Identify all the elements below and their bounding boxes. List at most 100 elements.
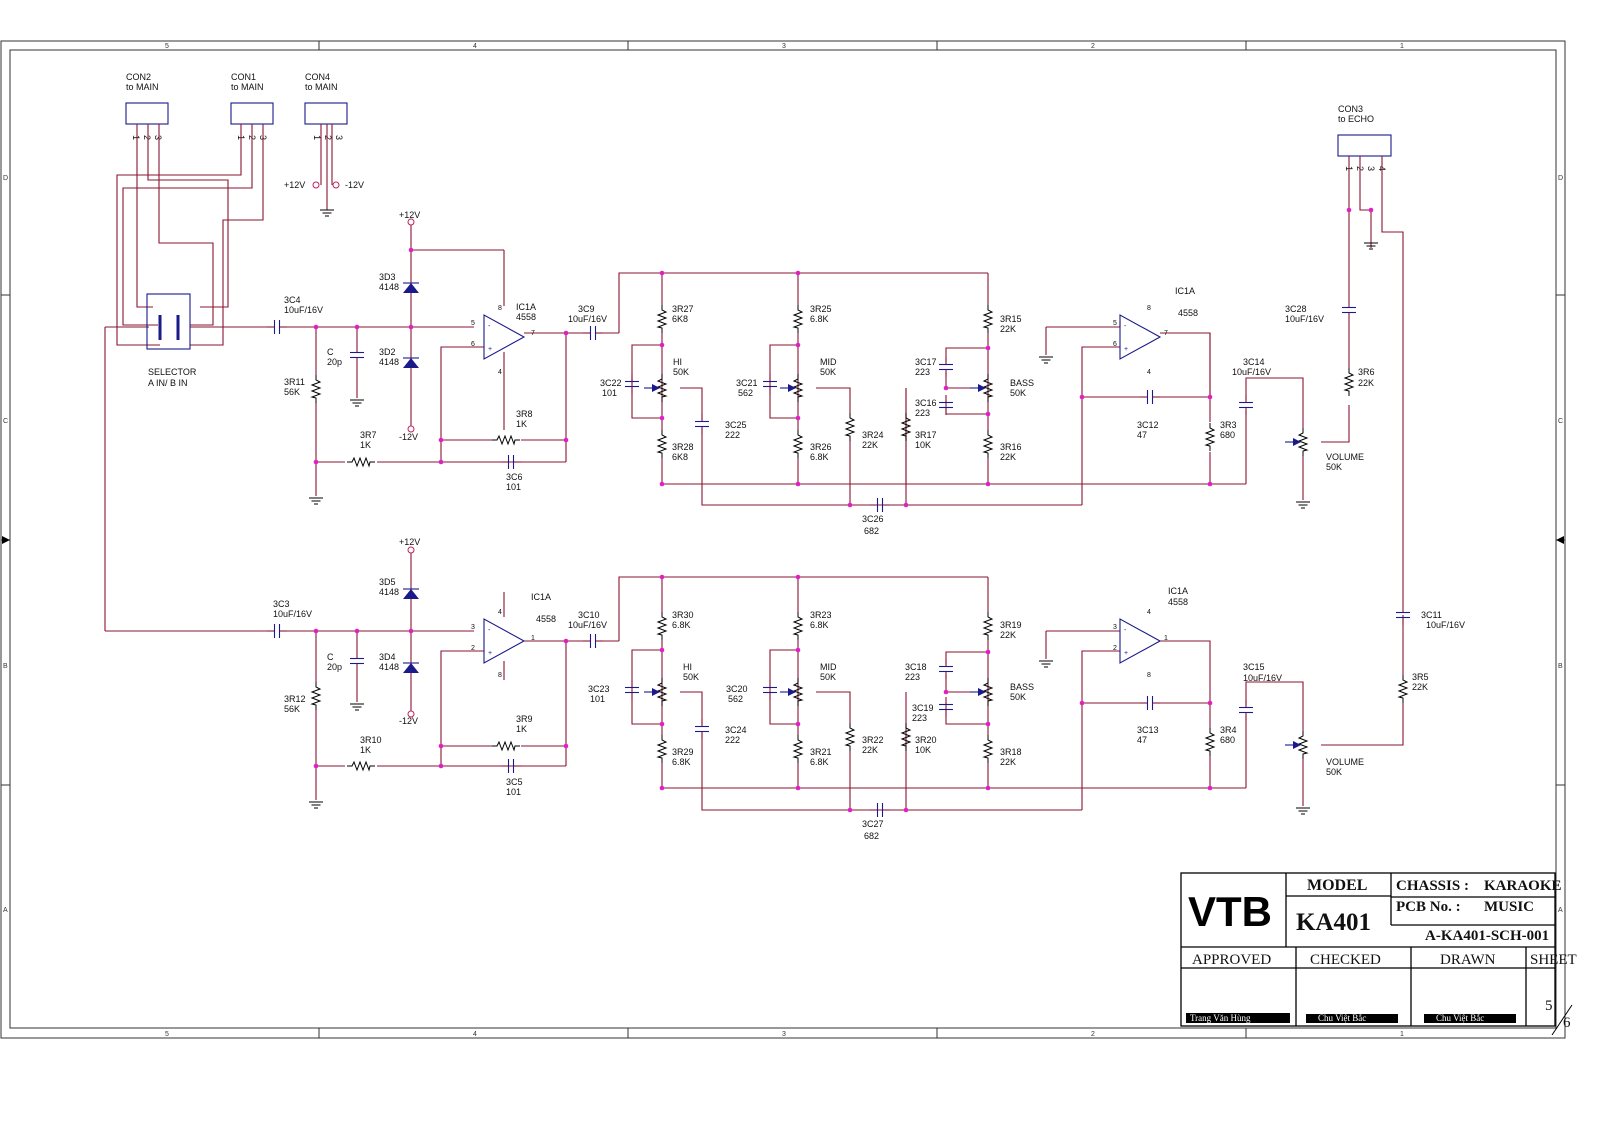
- svg-text:223: 223: [905, 672, 920, 682]
- selector-switch[interactable]: SELECTOR A IN/ B IN: [146, 293, 197, 388]
- svg-text:3C16: 3C16: [915, 398, 937, 408]
- svg-text:CON4: CON4: [305, 72, 330, 82]
- svg-text:3C20: 3C20: [726, 684, 748, 694]
- svg-text:3R30: 3R30: [672, 610, 694, 620]
- zone-col-2-bottom: 2: [1091, 1031, 1095, 1038]
- selector-desc: A IN/ B IN: [148, 378, 188, 388]
- svg-text:223: 223: [915, 367, 930, 377]
- svg-text:3R27: 3R27: [672, 304, 694, 314]
- svg-text:3: 3: [1113, 624, 1117, 631]
- channel-bottom-components: [266, 546, 1411, 818]
- svg-text:101: 101: [506, 482, 521, 492]
- svg-text:to MAIN: to MAIN: [231, 82, 264, 92]
- svg-text:680: 680: [1220, 430, 1235, 440]
- svg-text:+12V: +12V: [399, 210, 420, 220]
- svg-text:3C12: 3C12: [1137, 420, 1159, 430]
- approved-label: APPROVED: [1192, 952, 1271, 968]
- svg-text:to MAIN: to MAIN: [305, 82, 338, 92]
- connector-con4: CON4 to MAIN 1 2 3: [304, 72, 348, 140]
- svg-text:10K: 10K: [915, 440, 931, 450]
- channel-top-wiring: [282, 224, 1350, 506]
- svg-text:3C5: 3C5: [506, 777, 523, 787]
- svg-text:4148: 4148: [379, 282, 399, 292]
- svg-text:3D4: 3D4: [379, 652, 396, 662]
- svg-text:3R7: 3R7: [360, 430, 377, 440]
- connector-con3: CON3 to ECHO 1 2 3 4: [1337, 104, 1392, 171]
- svg-text:680: 680: [1220, 735, 1235, 745]
- svg-text:HI: HI: [673, 357, 682, 367]
- svg-text:47: 47: [1137, 430, 1147, 440]
- svg-text:1K: 1K: [516, 419, 527, 429]
- svg-text:6K8: 6K8: [672, 314, 688, 324]
- svg-text:10uF/16V: 10uF/16V: [568, 620, 607, 630]
- svg-text:4558: 4558: [1178, 308, 1198, 318]
- svg-text:4148: 4148: [379, 587, 399, 597]
- svg-text:22K: 22K: [1000, 324, 1016, 334]
- svg-text:6.8K: 6.8K: [672, 757, 691, 767]
- svg-text:223: 223: [912, 713, 927, 723]
- svg-text:-12V: -12V: [399, 432, 418, 442]
- svg-text:1: 1: [1164, 635, 1168, 642]
- svg-text:222: 222: [725, 430, 740, 440]
- svg-text:50K: 50K: [673, 367, 689, 377]
- svg-text:50K: 50K: [1326, 462, 1342, 472]
- center-mark-left: [2, 536, 10, 544]
- zone-col-5-bottom: 5: [165, 1031, 169, 1038]
- svg-text:IC1A: IC1A: [1175, 286, 1195, 296]
- svg-text:56K: 56K: [284, 704, 300, 714]
- svg-text:22K: 22K: [1000, 757, 1016, 767]
- svg-text:3C25: 3C25: [725, 420, 747, 430]
- svg-text:22K: 22K: [862, 745, 878, 755]
- svg-text:10uF/16V: 10uF/16V: [1243, 673, 1282, 683]
- svg-text:VOLUME: VOLUME: [1326, 452, 1364, 462]
- svg-text:10uF/16V: 10uF/16V: [1232, 367, 1271, 377]
- company-logo: VTB: [1188, 888, 1272, 935]
- svg-text:101: 101: [506, 787, 521, 797]
- svg-text:3C22: 3C22: [600, 378, 622, 388]
- svg-text:1K: 1K: [360, 745, 371, 755]
- svg-text:3C15: 3C15: [1243, 662, 1265, 672]
- svg-text:3C14: 3C14: [1243, 357, 1265, 367]
- svg-text:IC1A: IC1A: [1168, 586, 1188, 596]
- svg-text:3R18: 3R18: [1000, 747, 1022, 757]
- sheet-divider: [1551, 1004, 1573, 1036]
- junction-dots: [313, 207, 1374, 813]
- svg-text:-12V: -12V: [399, 716, 418, 726]
- svg-text:+12V: +12V: [284, 180, 305, 190]
- svg-text:4: 4: [498, 369, 502, 376]
- zone-row-B-right: B: [1558, 663, 1563, 670]
- svg-text:+12V: +12V: [399, 537, 420, 547]
- svg-text:3: 3: [1366, 166, 1376, 171]
- svg-text:VOLUME: VOLUME: [1326, 757, 1364, 767]
- svg-text:3R21: 3R21: [810, 747, 832, 757]
- model-label: MODEL: [1307, 877, 1367, 894]
- svg-text:3C9: 3C9: [578, 304, 595, 314]
- svg-text:6: 6: [1113, 341, 1117, 348]
- svg-text:3R17: 3R17: [915, 430, 937, 440]
- zone-row-A-right: A: [1558, 907, 1563, 914]
- svg-text:3R20: 3R20: [915, 735, 937, 745]
- svg-text:3C10: 3C10: [578, 610, 600, 620]
- svg-text:3R23: 3R23: [810, 610, 832, 620]
- svg-text:MID: MID: [820, 662, 837, 672]
- svg-text:4: 4: [1147, 369, 1151, 376]
- drawn-label: DRAWN: [1440, 952, 1496, 968]
- svg-text:3R12: 3R12: [284, 694, 306, 704]
- svg-text:101: 101: [602, 388, 617, 398]
- selector-label: SELECTOR: [148, 367, 197, 377]
- svg-text:6: 6: [471, 341, 475, 348]
- svg-text:7: 7: [531, 330, 535, 337]
- svg-text:3R8: 3R8: [516, 409, 533, 419]
- svg-text:1: 1: [131, 135, 141, 140]
- svg-text:to MAIN: to MAIN: [126, 82, 159, 92]
- svg-text:10uF/16V: 10uF/16V: [284, 305, 323, 315]
- svg-text:3: 3: [334, 135, 344, 140]
- svg-text:6.8K: 6.8K: [810, 757, 829, 767]
- svg-text:3C11: 3C11: [1421, 610, 1442, 620]
- svg-text:4558: 4558: [516, 312, 536, 322]
- zone-col-1-bottom: 1: [1400, 1031, 1404, 1038]
- svg-text:50K: 50K: [683, 672, 699, 682]
- pcb-label: PCB No. :: [1396, 899, 1461, 915]
- svg-text:6.8K: 6.8K: [810, 314, 829, 324]
